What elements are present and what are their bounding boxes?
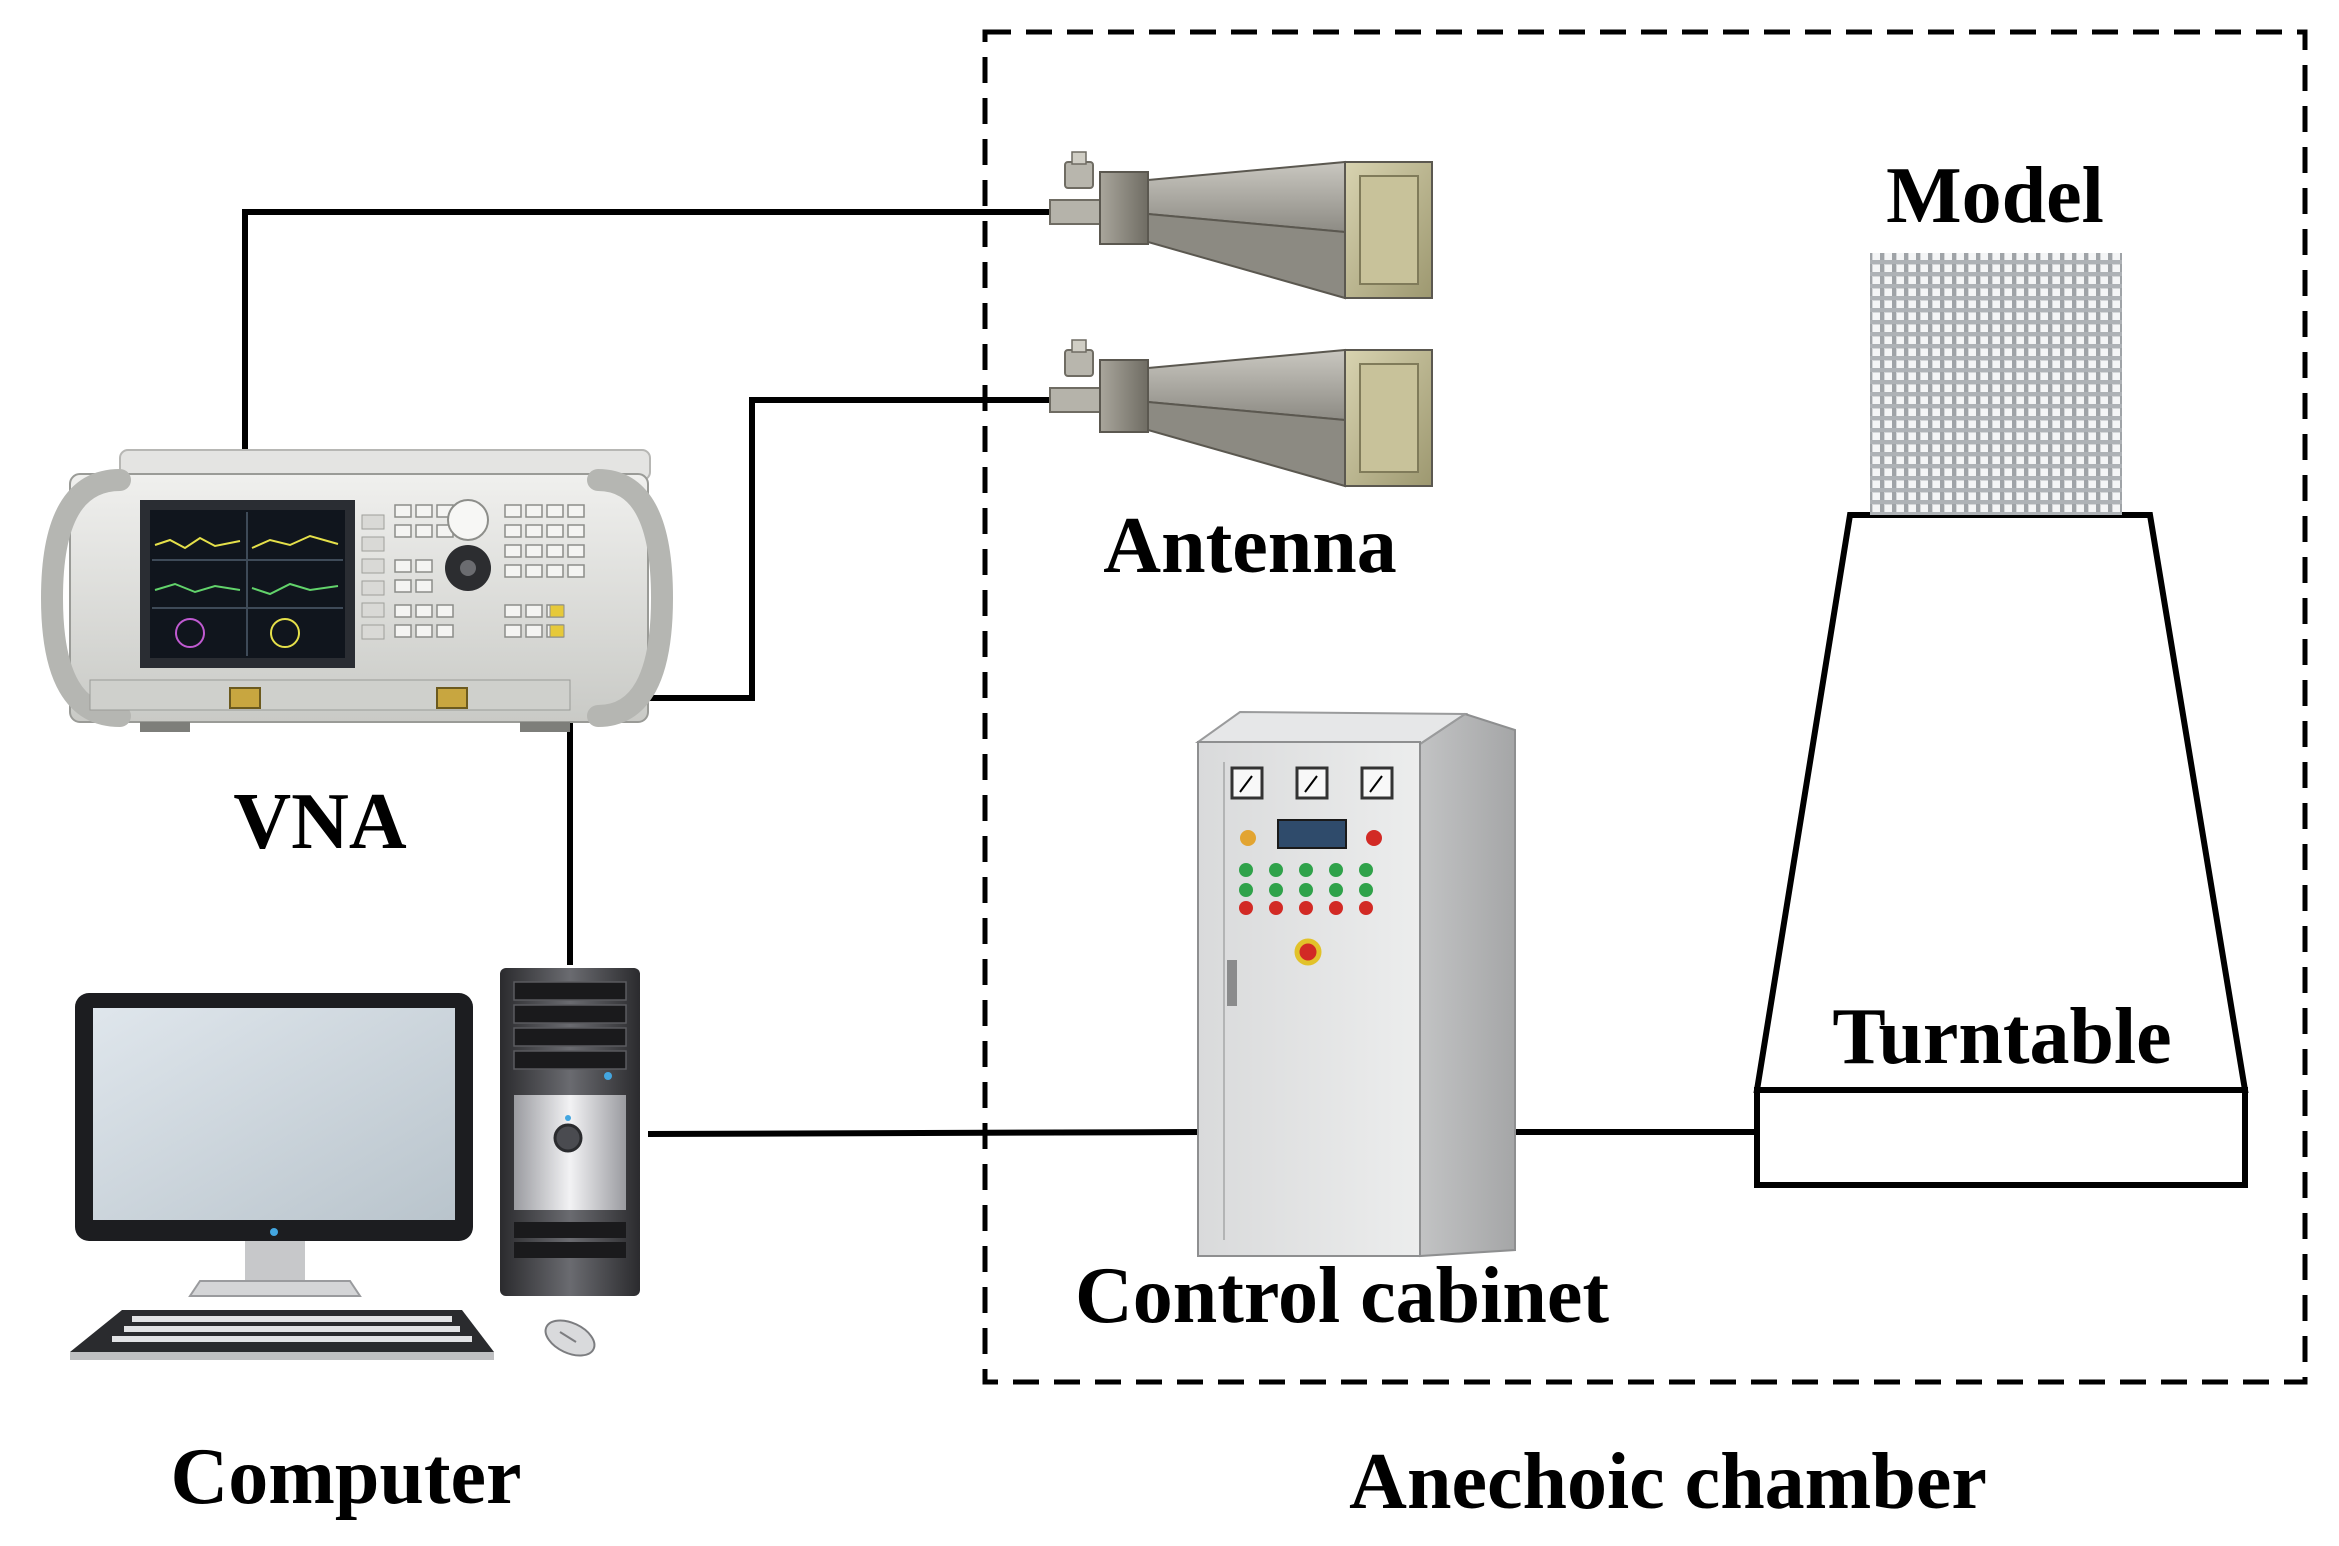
cable-computer-to-control-cabinet xyxy=(647,1129,1201,1137)
vna-port-1 xyxy=(229,687,261,709)
vna-instrument xyxy=(40,449,674,732)
label-turntable: Turntable xyxy=(1832,993,2171,1081)
label-model: Model xyxy=(1886,152,2104,240)
cabinet-emergency-stop xyxy=(1294,938,1322,966)
label-anechoic-chamber: Anechoic chamber xyxy=(1349,1438,1987,1526)
computer xyxy=(70,968,640,1360)
turntable-base xyxy=(1754,1087,2248,1188)
model-mesh xyxy=(1870,253,2122,515)
cabinet-indicator-lights xyxy=(1239,830,1382,915)
horn-antenna-1 xyxy=(1049,151,1433,300)
vna-port-2 xyxy=(436,687,468,709)
anechoic-chamber-boundary xyxy=(982,29,2308,1385)
control-cabinet xyxy=(1194,710,1516,1258)
label-computer: Computer xyxy=(170,1433,521,1521)
label-antenna: Antenna xyxy=(1103,502,1396,590)
turntable xyxy=(1753,512,2249,1188)
cabinet-meters xyxy=(1230,766,1394,800)
computer-screen xyxy=(93,1008,455,1220)
label-vna: VNA xyxy=(233,778,407,866)
vna-knob xyxy=(447,499,489,541)
horn-antenna-2 xyxy=(1049,339,1433,488)
label-control-cabinet: Control cabinet xyxy=(1075,1252,1609,1340)
cabinet-display xyxy=(1277,819,1347,849)
